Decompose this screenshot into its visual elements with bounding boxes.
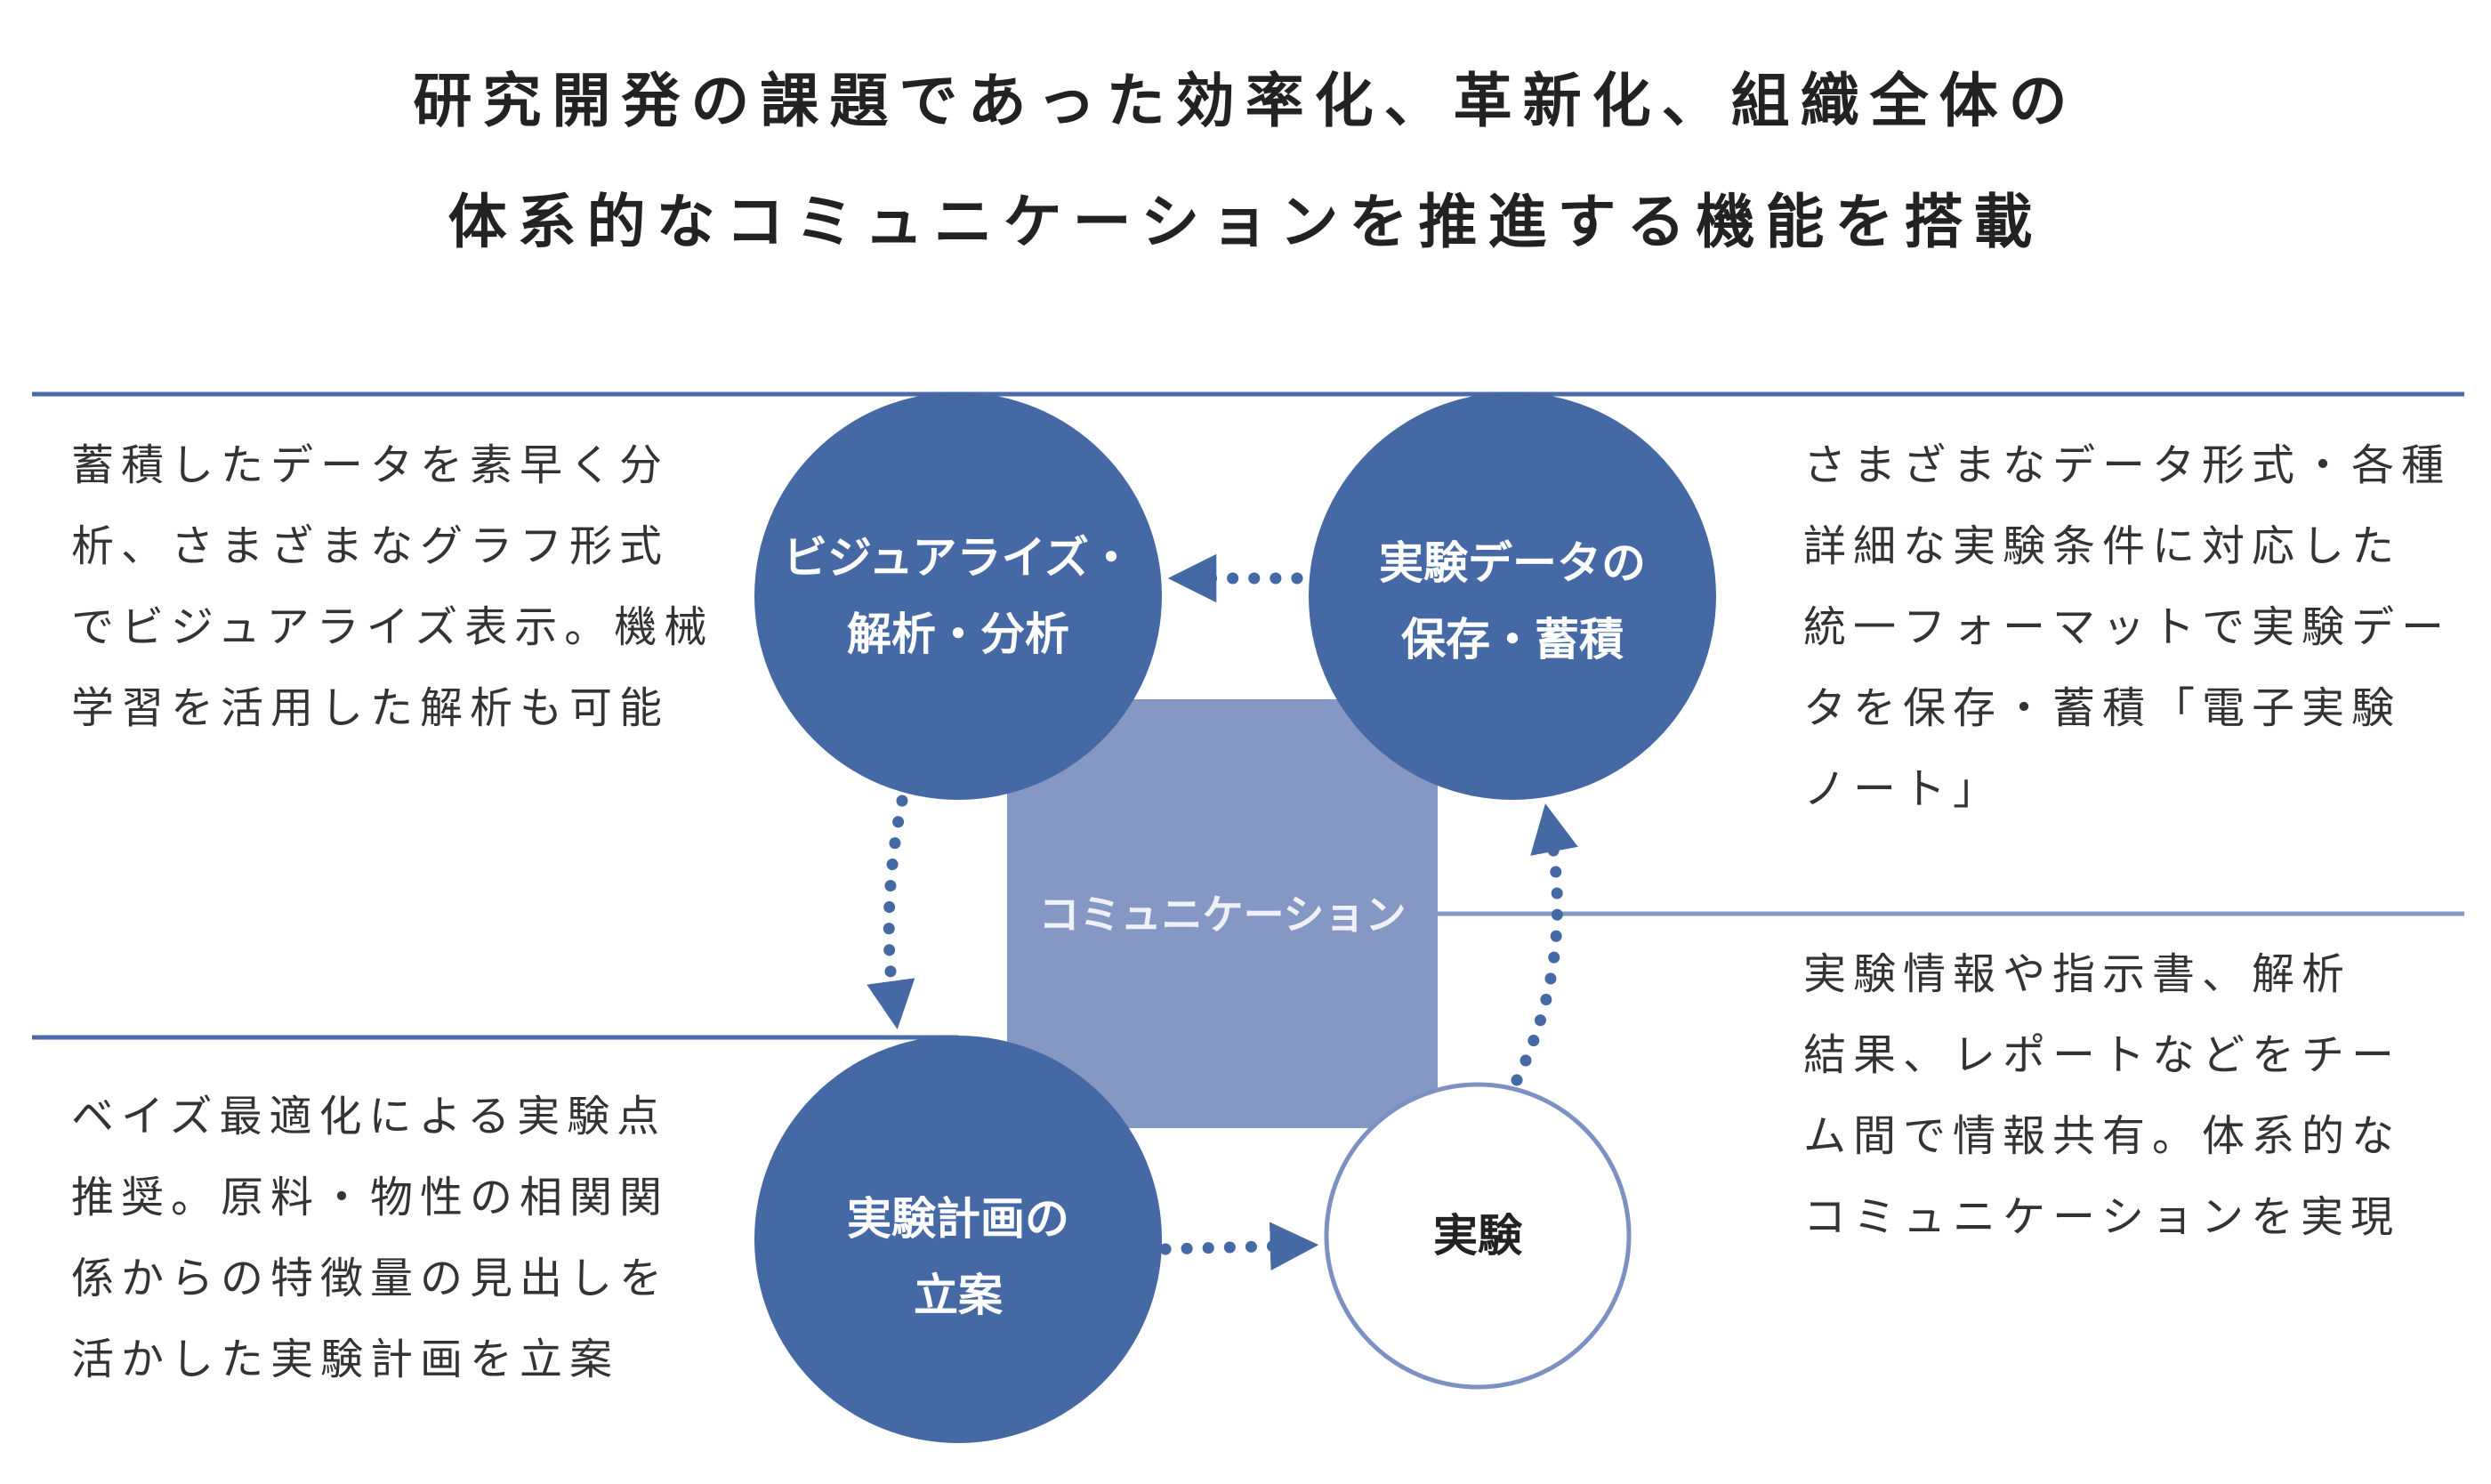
node-visualize — [754, 392, 1162, 800]
text-line: 活かした実験計画を立案 — [71, 1335, 620, 1384]
communication-label: コミュニケーション — [1038, 891, 1407, 939]
text-line: 蓄積したデータを素早く分 — [71, 440, 670, 490]
text-line: コミュニケーションを実現 — [1803, 1192, 2401, 1242]
label-line: 保存・蓄積 — [1401, 614, 1624, 665]
node-experiment — [1324, 1082, 1632, 1390]
text-line: 実験情報や指示書、解析 — [1803, 949, 2352, 999]
text-line: でビジュアライズ表示。機械 — [71, 602, 714, 652]
label-line: ビジュアライズ・ — [783, 532, 1133, 584]
text-line: 学習を活用した解析も可能 — [71, 683, 670, 733]
description-communication: 実験情報や指示書、解析 結果、レポートなどをチー ム間で情報共有。体系的な コミ… — [1803, 934, 2401, 1258]
node-data-storage-label: 実験データの 保存・蓄積 — [1309, 525, 1716, 678]
title-line-2: 体系的なコミュニケーションを推進する機能を搭載 — [447, 188, 2044, 256]
node-data-storage — [1309, 392, 1716, 800]
text-line: ノート」 — [1803, 764, 2003, 814]
communication-square — [1007, 699, 1438, 1128]
node-planning — [754, 1036, 1162, 1443]
node-planning-label: 実験計画の 立案 — [754, 1181, 1162, 1334]
text-line: ム間で情報共有。体系的な — [1803, 1111, 2402, 1161]
text-line: 結果、レポートなどをチー — [1803, 1030, 2402, 1080]
description-planning: ベイズ最適化による実験点 推奨。原料・物性の相関関 係からの特徴量の見出しを 活… — [71, 1077, 669, 1400]
node-visualize-label: ビジュアライズ・ 解析・分析 — [754, 520, 1162, 673]
text-line: 析、さまざまなグラフ形式 — [71, 521, 670, 571]
text-line: タを保存・蓄積「電子実験 — [1803, 683, 2402, 733]
text-line: さまざまなデータ形式・各種 — [1803, 440, 2452, 490]
title-line-1: 研究開発の課題であった効率化、革新化、組織全体の — [413, 67, 2078, 135]
text-line: 統一フォーマットで実験デー — [1803, 602, 2452, 652]
description-data-storage: さまざまなデータ形式・各種 詳細な実験条件に対応した 統一フォーマットで実験デー… — [1803, 425, 2451, 830]
node-experiment-label: 実験 — [1433, 1210, 1522, 1262]
label-line: 実験データの — [1379, 537, 1646, 589]
arrow-visualize-to-planning — [867, 794, 915, 1030]
text-line: 推奨。原料・物性の相関関 — [71, 1173, 670, 1222]
label-line: 立案 — [914, 1270, 1003, 1321]
arrow-experiment-to-storage — [1511, 803, 1578, 1086]
arrow-planning-to-experiment — [1159, 1222, 1319, 1271]
description-visualize: 蓄積したデータを素早く分 析、さまざまなグラフ形式 でビジュアライズ表示。機械 … — [71, 425, 713, 749]
text-line: 詳細な実験条件に対応した — [1803, 521, 2402, 571]
text-line: ベイズ最適化による実験点 — [71, 1092, 667, 1141]
label-line: 実験計画の — [847, 1193, 1069, 1245]
label-line: 解析・分析 — [847, 609, 1069, 660]
text-line: 係からの特徴量の見出しを — [71, 1254, 670, 1303]
